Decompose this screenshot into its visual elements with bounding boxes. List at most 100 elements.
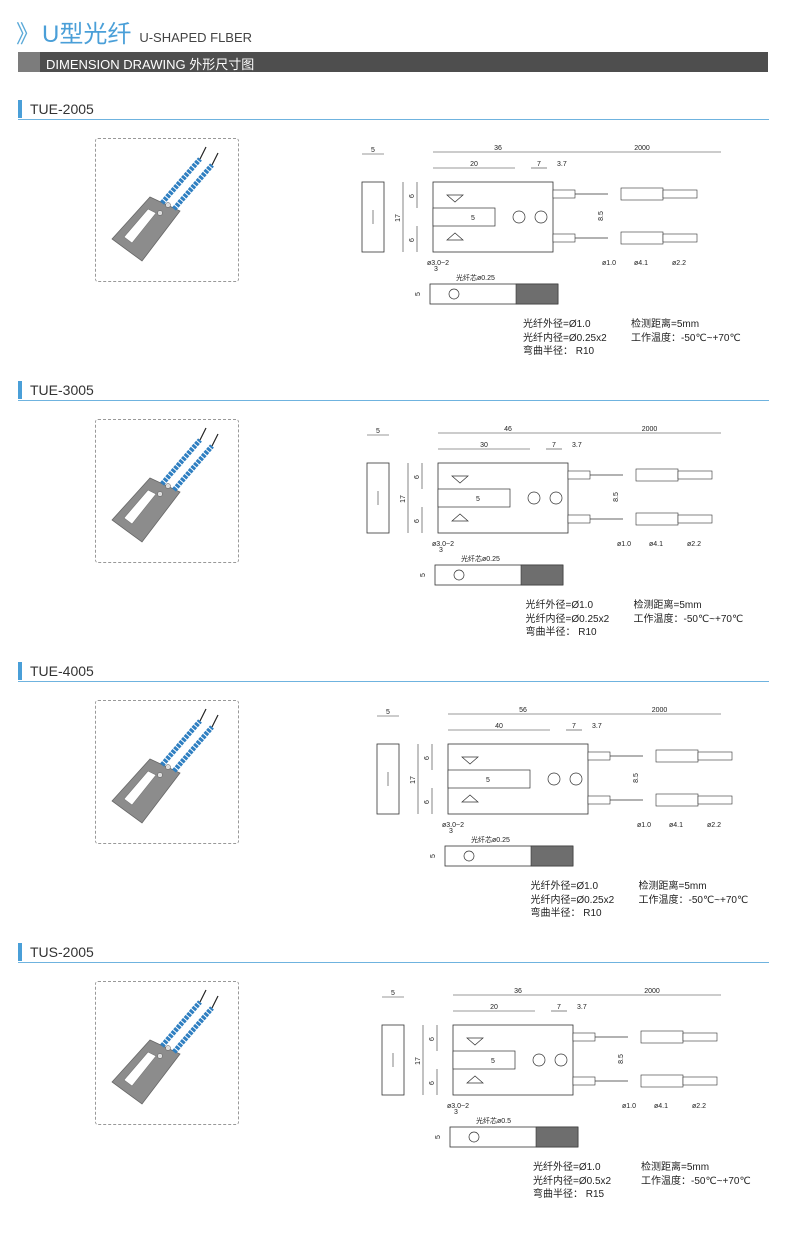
- emitter-mark: [446, 194, 464, 203]
- hatched-section: [530, 845, 574, 867]
- sensor-hole: [157, 772, 163, 778]
- dim-6b: 6: [424, 800, 431, 804]
- fiber-sleeve: [620, 187, 664, 201]
- sensor-hole: [165, 202, 171, 208]
- model-title: TUE-4005: [18, 662, 94, 680]
- fiber-tip: [199, 146, 207, 160]
- sensor-hole: [157, 210, 163, 216]
- sensing-slot: [447, 769, 531, 789]
- dim-8-5: 8.5: [613, 492, 620, 502]
- dim-5: 5: [491, 1058, 495, 1065]
- dim-hole: ø3.0~2: [427, 260, 449, 267]
- page-header: 》 U型光纤 U-SHAPED FLBER: [16, 14, 253, 48]
- dim-core: 光纤芯ø0.25: [456, 273, 495, 282]
- dim-6b: 6: [414, 519, 421, 523]
- sensor-hole: [165, 483, 171, 489]
- dim-side-5: 5: [420, 573, 427, 577]
- dim-6a: 6: [409, 194, 416, 198]
- banner-title: DIMENSION DRAWING 外形尺寸图: [46, 57, 255, 72]
- fiber-sleeve: [635, 512, 679, 526]
- fiber-cable: [160, 719, 202, 767]
- sensor-slot: [123, 770, 157, 806]
- product-photo: [95, 419, 239, 563]
- core-circle: [448, 288, 460, 300]
- dim-3-7: 3.7: [592, 723, 602, 730]
- spec-outer: 光纤外径=Ø1.0: [533, 1162, 601, 1173]
- fiber-sleeve: [620, 231, 664, 245]
- mount-hole: [547, 772, 561, 786]
- sensing-slot: [437, 488, 511, 508]
- dim-gap: 40: [495, 723, 503, 730]
- dim-gap: 20: [470, 161, 478, 168]
- dim-hole: ø3.0~2: [447, 1103, 469, 1110]
- emitter-mark: [466, 1037, 484, 1046]
- spec-temp: 工作温度：-50℃~+70℃: [633, 613, 744, 625]
- dim-width: 5: [371, 147, 375, 154]
- receiver-mark: [461, 794, 479, 803]
- dim-f1: ø1.0: [622, 1103, 636, 1110]
- fiber-end: [677, 514, 713, 524]
- cable-boot: [587, 751, 611, 761]
- dim-side-5: 5: [435, 1135, 442, 1139]
- sensor-body: [111, 196, 181, 262]
- spec-outer: 光纤外径=Ø1.0: [525, 600, 594, 611]
- dim-gap: 20: [490, 1004, 498, 1011]
- dim-3: 3: [434, 266, 438, 273]
- page-title-en: U-SHAPED FLBER: [139, 30, 253, 45]
- dim-cable: 2000: [644, 988, 660, 995]
- model-title: TUE-3005: [18, 381, 94, 399]
- fiber-sleeve: [640, 1030, 684, 1044]
- dim-5: 5: [486, 777, 490, 784]
- fiber-end: [682, 1076, 718, 1086]
- fiber-tip: [199, 989, 207, 1003]
- fiber-tip: [211, 995, 219, 1009]
- dim-f1: ø1.0: [602, 260, 616, 267]
- dim-6b: 6: [409, 238, 416, 242]
- receiver-mark: [451, 513, 469, 522]
- sensor-hole: [165, 764, 171, 770]
- spec-outer: 光纤外径=Ø1.0: [530, 881, 599, 892]
- model-title: TUE-2005: [18, 100, 94, 118]
- dim-f3: ø2.2: [707, 822, 721, 829]
- dim-3-7: 3.7: [577, 1004, 587, 1011]
- dim-6a: 6: [424, 756, 431, 760]
- dim-cable: 2000: [642, 426, 658, 433]
- receiver-mark: [466, 1075, 484, 1084]
- sensing-slot: [432, 207, 496, 227]
- dim-3-7: 3.7: [557, 161, 567, 168]
- dim-cable: 2000: [634, 145, 650, 152]
- cable-boot: [572, 1032, 596, 1042]
- spec-bend: 弯曲半径： R10: [525, 627, 597, 638]
- receiver-mark: [446, 232, 464, 241]
- sensor-body: [111, 477, 181, 543]
- fiber-tip: [211, 714, 219, 728]
- mount-hole: [569, 772, 583, 786]
- cable-boot: [587, 795, 611, 805]
- fiber-cable: [172, 444, 214, 492]
- page-title-cn: U型光纤: [42, 21, 132, 48]
- dim-f1: ø1.0: [637, 822, 651, 829]
- dim-height: 17: [410, 776, 417, 784]
- dim-f3: ø2.2: [687, 541, 701, 548]
- dim-8-5: 8.5: [598, 211, 605, 221]
- emitter-mark: [461, 756, 479, 765]
- dim-width: 5: [386, 709, 390, 716]
- core-circle: [453, 569, 465, 581]
- mount-hole: [527, 491, 541, 505]
- product-photo-icon: [111, 427, 219, 543]
- dim-height: 17: [400, 495, 407, 503]
- sensing-slot: [452, 1050, 516, 1070]
- sensor-slot: [123, 1051, 157, 1087]
- dim-6a: 6: [414, 475, 421, 479]
- mount-hole: [532, 1053, 546, 1067]
- dim-length: 36: [494, 145, 502, 152]
- fiber-cable: [160, 157, 202, 205]
- fiber-tip: [211, 152, 219, 166]
